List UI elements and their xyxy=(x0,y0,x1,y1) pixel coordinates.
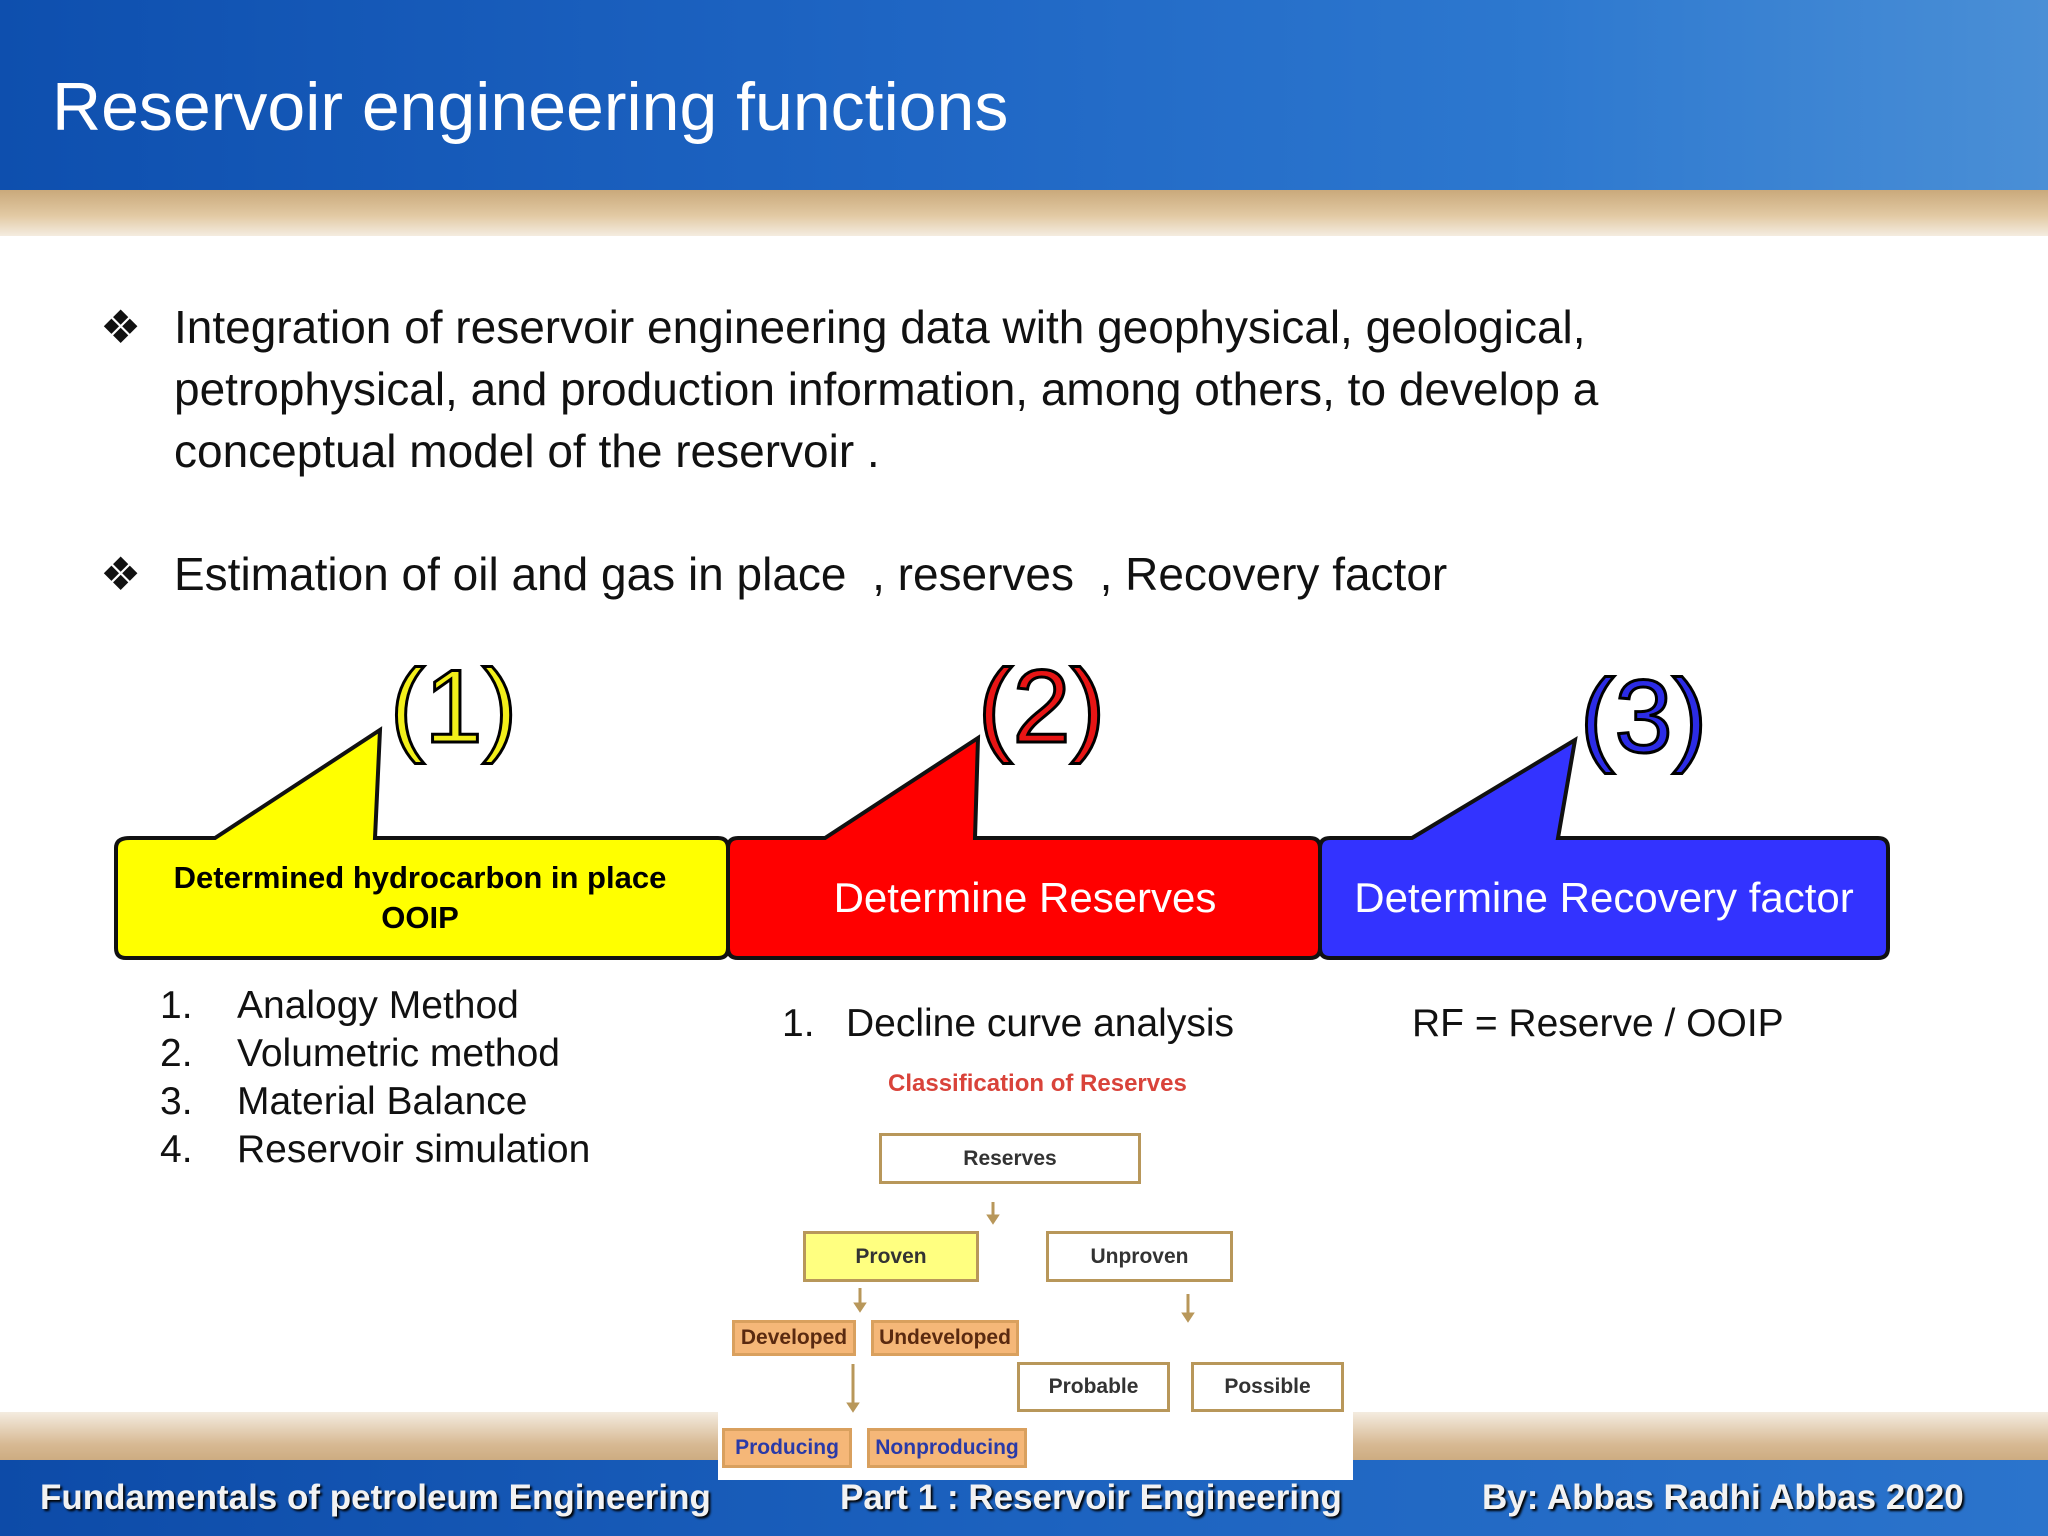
bullet-line: petrophysical, and production informatio… xyxy=(174,363,1599,415)
callout-1-label: Determined hydrocarbon in place OOIP xyxy=(130,848,710,948)
possible-node: Possible xyxy=(1191,1362,1344,1412)
footer-author: By: Abbas Radhi Abbas 2020 xyxy=(1482,1478,1964,1517)
bullet-integration: Integration of reservoir engineering dat… xyxy=(174,296,1874,482)
proven-node: Proven xyxy=(803,1231,979,1282)
callout-number-2: (2) xyxy=(976,648,1106,767)
bullet-line: conceptual model of the reservoir . xyxy=(174,425,880,477)
callout-1-line2: OOIP xyxy=(381,900,459,935)
reserves-methods-list: 1.Decline curve analysis xyxy=(782,1000,1234,1048)
diamond-bullet-icon: ❖ xyxy=(100,301,142,353)
bullet-line: Integration of reservoir engineering dat… xyxy=(174,301,1586,353)
slide-title: Reservoir engineering functions xyxy=(52,69,1009,145)
callout-1-shape xyxy=(114,726,730,960)
callout-3-label: Determine Recovery factor xyxy=(1354,874,1854,921)
classification-title: Classification of Reserves xyxy=(888,1070,1187,1097)
list-item: 3.Material Balance xyxy=(160,1080,528,1123)
callout-2-shape xyxy=(726,734,1322,960)
footer-course: Fundamentals of petroleum Engineering xyxy=(40,1478,711,1517)
callout-2-label: Determine Reserves xyxy=(833,874,1217,921)
list-item: 1.Decline curve analysis xyxy=(782,1002,1235,1045)
footer-part: Part 1 : Reservoir Engineering xyxy=(840,1478,1342,1517)
producing-node: Producing xyxy=(722,1428,852,1468)
callout-1-line1: Determined hydrocarbon in place xyxy=(173,860,667,895)
rf-formula: RF = Reserve / OOIP xyxy=(1412,1002,1784,1045)
undeveloped-node: Undeveloped xyxy=(871,1320,1019,1356)
callout-3-shape xyxy=(1318,736,1890,960)
callout-number-3: (3) xyxy=(1578,658,1708,777)
ooip-methods-list: 1.Analogy Method 2.Volumetric method 3.M… xyxy=(160,982,590,1174)
header-accent-band xyxy=(0,190,2048,236)
diamond-bullet-icon: ❖ xyxy=(100,548,142,600)
unproven-node: Unproven xyxy=(1046,1231,1233,1282)
list-item: 2.Volumetric method xyxy=(160,1032,560,1075)
bullet-estimation: Estimation of oil and gas in place , res… xyxy=(174,548,1448,600)
developed-node: Developed xyxy=(732,1320,856,1356)
reserves-node: Reserves xyxy=(879,1133,1141,1184)
list-item: 1.Analogy Method xyxy=(160,984,519,1027)
probable-node: Probable xyxy=(1017,1362,1170,1412)
header-bar xyxy=(0,0,2048,190)
callout-number-1: (1) xyxy=(388,648,518,767)
list-item: 4.Reservoir simulation xyxy=(160,1128,591,1171)
nonproducing-node: Nonproducing xyxy=(867,1428,1027,1468)
